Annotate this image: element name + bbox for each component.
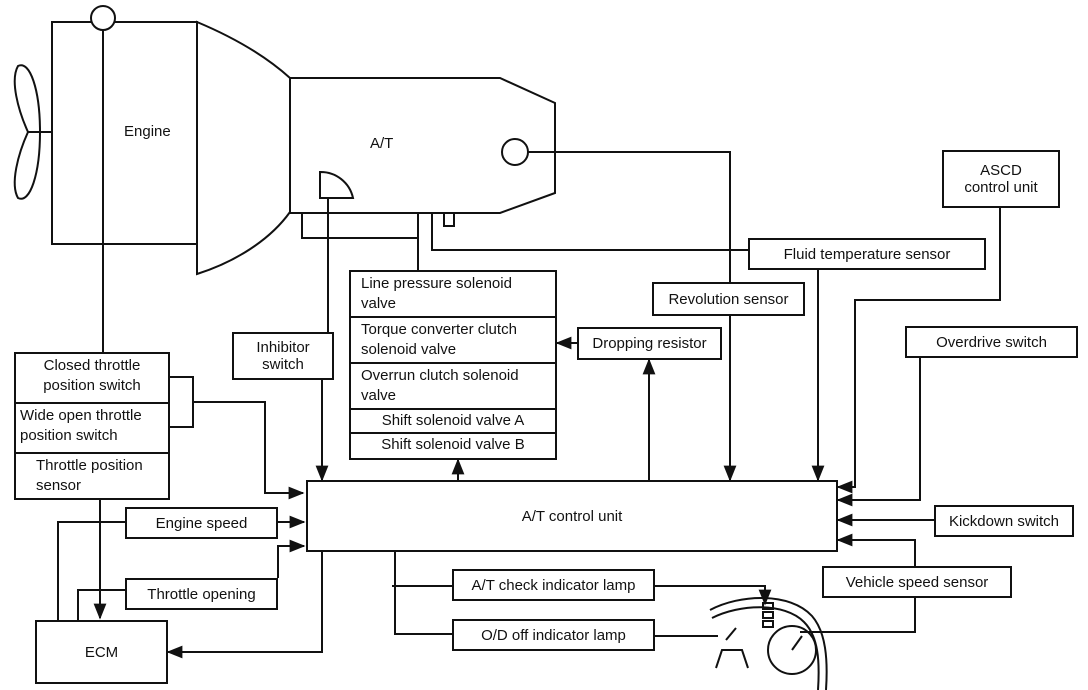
at-body bbox=[289, 77, 556, 214]
throttle-position-sensor: Throttle position sensor bbox=[16, 454, 168, 498]
at-control-unit: A/T control unit bbox=[306, 480, 838, 552]
line-pressure-solenoid-valve-line-1: Line pressure solenoid bbox=[361, 275, 512, 292]
overrun-clutch-solenoid-valve-line-2: valve bbox=[361, 387, 397, 404]
revolution-sensor: Revolution sensor bbox=[652, 282, 805, 316]
dropping-resistor: Dropping resistor bbox=[577, 327, 722, 360]
at-check-indicator-lamp: A/T check indicator lamp bbox=[452, 569, 655, 601]
torque-converter-clutch-solenoid-valve: Torque converter clutch solenoid valve bbox=[351, 318, 555, 364]
shift-solenoid-valve-a: Shift solenoid valve A bbox=[351, 410, 555, 434]
line-pressure-solenoid-valve: Line pressure solenoid valve bbox=[351, 272, 555, 318]
throttle-position-sensor-line-1: Throttle position bbox=[36, 457, 143, 474]
throttle-position-sensor-line-2: sensor bbox=[36, 477, 82, 494]
kickdown-switch: Kickdown switch bbox=[934, 505, 1074, 537]
inhibitor-switch: Inhibitor switch bbox=[232, 332, 334, 380]
wide-open-throttle-position-switch-line-1: Wide open throttle bbox=[20, 407, 142, 424]
fluid-temperature-sensor-label: Fluid temperature sensor bbox=[783, 245, 951, 263]
torque-converter-clutch-solenoid-valve-line-1: Torque converter clutch bbox=[361, 321, 517, 338]
ascd-line-2: control unit bbox=[964, 179, 1038, 196]
wide-open-throttle-position-switch: Wide open throttle position switch bbox=[16, 404, 168, 454]
overrun-clutch-solenoid-valve: Overrun clutch solenoid valve bbox=[351, 364, 555, 410]
od-off-indicator-lamp: O/D off indicator lamp bbox=[452, 619, 655, 651]
od-off-indicator-lamp-label: O/D off indicator lamp bbox=[481, 626, 626, 644]
line-pressure-solenoid-valve-line-2: valve bbox=[361, 295, 397, 312]
instrument-cluster-icon bbox=[709, 596, 828, 690]
inhibitor-segment-icon bbox=[319, 170, 355, 199]
vehicle-speed-sensor-label: Vehicle speed sensor bbox=[845, 573, 989, 591]
at-label: A/T bbox=[370, 135, 394, 152]
crank-pulley-icon bbox=[90, 5, 116, 31]
solenoid-valve-stack: Line pressure solenoid valve Torque conv… bbox=[349, 270, 557, 460]
engine-speed-label: Engine speed bbox=[155, 514, 248, 532]
closed-throttle-position-switch-line-1: Closed throttle bbox=[43, 357, 141, 374]
throttle-opening-signal: Throttle opening bbox=[125, 578, 278, 610]
output-shaft-icon bbox=[501, 138, 529, 166]
vehicle-speed-sensor: Vehicle speed sensor bbox=[822, 566, 1012, 598]
bell-housing bbox=[196, 20, 291, 276]
ascd-line-1: ASCD bbox=[980, 162, 1022, 179]
revolution-sensor-label: Revolution sensor bbox=[668, 290, 789, 308]
cooling-fan-icon bbox=[13, 64, 52, 200]
ascd-control-unit: ASCD control unit bbox=[942, 150, 1060, 208]
engine-speed-signal: Engine speed bbox=[125, 507, 278, 539]
closed-throttle-position-switch: Closed throttle position switch bbox=[16, 354, 168, 404]
ecm: ECM bbox=[35, 620, 168, 684]
ecm-label: ECM bbox=[84, 643, 119, 661]
overdrive-switch: Overdrive switch bbox=[905, 326, 1078, 358]
shift-solenoid-valve-b: Shift solenoid valve B bbox=[351, 434, 555, 458]
dropping-resistor-label: Dropping resistor bbox=[592, 335, 707, 352]
inhibitor-switch-line-2: switch bbox=[262, 356, 304, 373]
wide-open-throttle-position-switch-line-2: position switch bbox=[20, 427, 118, 444]
closed-throttle-position-switch-line-2: position switch bbox=[43, 377, 141, 394]
shift-solenoid-valve-a-label: Shift solenoid valve A bbox=[381, 412, 525, 429]
torque-converter-clutch-solenoid-valve-line-2: solenoid valve bbox=[361, 341, 457, 358]
throttle-sensor-stack: Closed throttle position switch Wide ope… bbox=[14, 352, 170, 500]
overdrive-switch-label: Overdrive switch bbox=[936, 333, 1047, 351]
throttle-opening-label: Throttle opening bbox=[147, 585, 256, 603]
at-control-unit-label: A/T control unit bbox=[521, 507, 623, 525]
shift-solenoid-valve-b-label: Shift solenoid valve B bbox=[381, 436, 525, 453]
overrun-clutch-solenoid-valve-line-1: Overrun clutch solenoid bbox=[361, 367, 519, 384]
kickdown-switch-label: Kickdown switch bbox=[948, 512, 1060, 530]
at-check-indicator-lamp-label: A/T check indicator lamp bbox=[471, 576, 636, 594]
engine-label: Engine bbox=[124, 123, 171, 140]
inhibitor-switch-line-1: Inhibitor bbox=[256, 339, 310, 356]
fluid-temperature-sensor: Fluid temperature sensor bbox=[748, 238, 986, 270]
